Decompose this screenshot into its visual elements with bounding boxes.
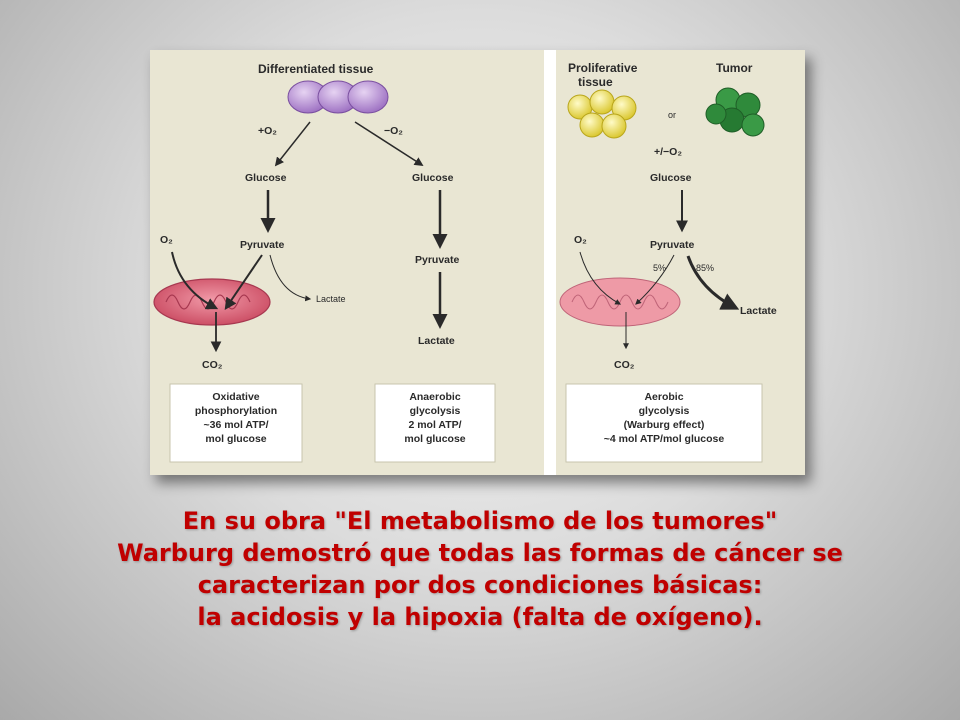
o2-left-label: O₂ [160, 234, 173, 246]
tumor-cells-illustration [705, 87, 765, 137]
arrow-pyruvate-into-mito-right [635, 254, 675, 305]
arrow-to-glucose-right [354, 121, 424, 166]
caption-line-3: caracterizan por dos condiciones básicas… [197, 571, 763, 599]
pct-5-label: 5% [653, 263, 666, 273]
arrow-to-lactate-right-panel [686, 255, 740, 310]
arrow-to-lactate-small [269, 254, 312, 302]
slide-caption: En su obra "El metabolismo de los tumore… [20, 505, 940, 633]
box-aerobic-line-3: (Warburg effect) [624, 419, 705, 431]
tumor-label: Tumor [716, 61, 753, 75]
glucose-right-panel-label: Glucose [650, 172, 692, 184]
minus-o2-label: −O₂ [384, 125, 403, 137]
box-anaerobic-line-2: glycolysis [410, 405, 461, 417]
glucose-left-label: Glucose [245, 172, 287, 184]
pct-85-label: 85% [696, 263, 714, 273]
warburg-diagram-figure: Differentiated tissue +O₂ −O₂ Glucose Gl… [150, 50, 805, 475]
anaerobic-glycolysis-box: Anaerobic glycolysis 2 mol ATP/ mol gluc… [374, 383, 496, 463]
oxidative-phosphorylation-box: Oxidative phosphorylation ~36 mol ATP/ m… [169, 383, 303, 463]
proliferative-label-line-1: Proliferative [568, 61, 638, 75]
aerobic-glycolysis-box: Aerobic glycolysis (Warburg effect) ~4 m… [565, 383, 763, 463]
box-anaerobic-line-1: Anaerobic [409, 391, 461, 403]
differentiated-tissue-label: Differentiated tissue [258, 62, 374, 76]
pyruvate-right-label: Pyruvate [415, 254, 460, 266]
pyruvate-right-panel-label: Pyruvate [650, 239, 695, 251]
glucose-right-label: Glucose [412, 172, 454, 184]
co2-right-label: CO₂ [614, 359, 635, 371]
or-label: or [668, 110, 676, 120]
box-anaerobic-line-4: mol glucose [404, 433, 465, 445]
proliferative-cells-illustration [567, 89, 637, 139]
co2-left-label: CO₂ [202, 359, 223, 371]
caption-line-2: Warburg demostró que todas las formas de… [117, 539, 843, 567]
arrow-to-glucose-left [274, 121, 311, 167]
box-aerobic-line-2: glycolysis [639, 405, 690, 417]
arrow-pyruvate-into-mito [224, 254, 263, 310]
arrow-o2-into-mito [171, 251, 219, 310]
lactate-right-label: Lactate [418, 335, 455, 347]
pyruvate-left-label: Pyruvate [240, 239, 285, 251]
box-aerobic-line-1: Aerobic [644, 391, 683, 403]
plus-o2-label: +O₂ [258, 125, 277, 137]
box-aerobic-line-4: ~4 mol ATP/mol glucose [604, 433, 725, 445]
box-oxidative-line-2: phosphorylation [195, 405, 277, 417]
lactate-small-label: Lactate [316, 294, 346, 304]
diagram-svg: Differentiated tissue +O₂ −O₂ Glucose Gl… [153, 50, 777, 475]
mitochondrion-left [153, 278, 271, 326]
arrow-o2-into-mito-right [579, 251, 622, 305]
proliferative-label-line-2: tissue [578, 75, 613, 89]
caption-line-4: la acidosis y la hipoxia (falta de oxíge… [197, 603, 763, 631]
differentiated-cells-illustration [287, 80, 389, 114]
caption-line-1: En su obra "El metabolismo de los tumore… [182, 507, 778, 535]
plus-minus-o2-label: +/−O₂ [654, 146, 682, 158]
box-oxidative-line-4: mol glucose [205, 433, 266, 445]
lactate-right-panel-label: Lactate [740, 305, 777, 317]
box-oxidative-line-1: Oxidative [212, 391, 259, 403]
box-oxidative-line-3: ~36 mol ATP/ [203, 419, 268, 431]
mitochondrion-right [559, 277, 681, 327]
box-anaerobic-line-3: 2 mol ATP/ [408, 419, 461, 431]
panel-divider [544, 50, 556, 475]
o2-right-label: O₂ [574, 234, 587, 246]
